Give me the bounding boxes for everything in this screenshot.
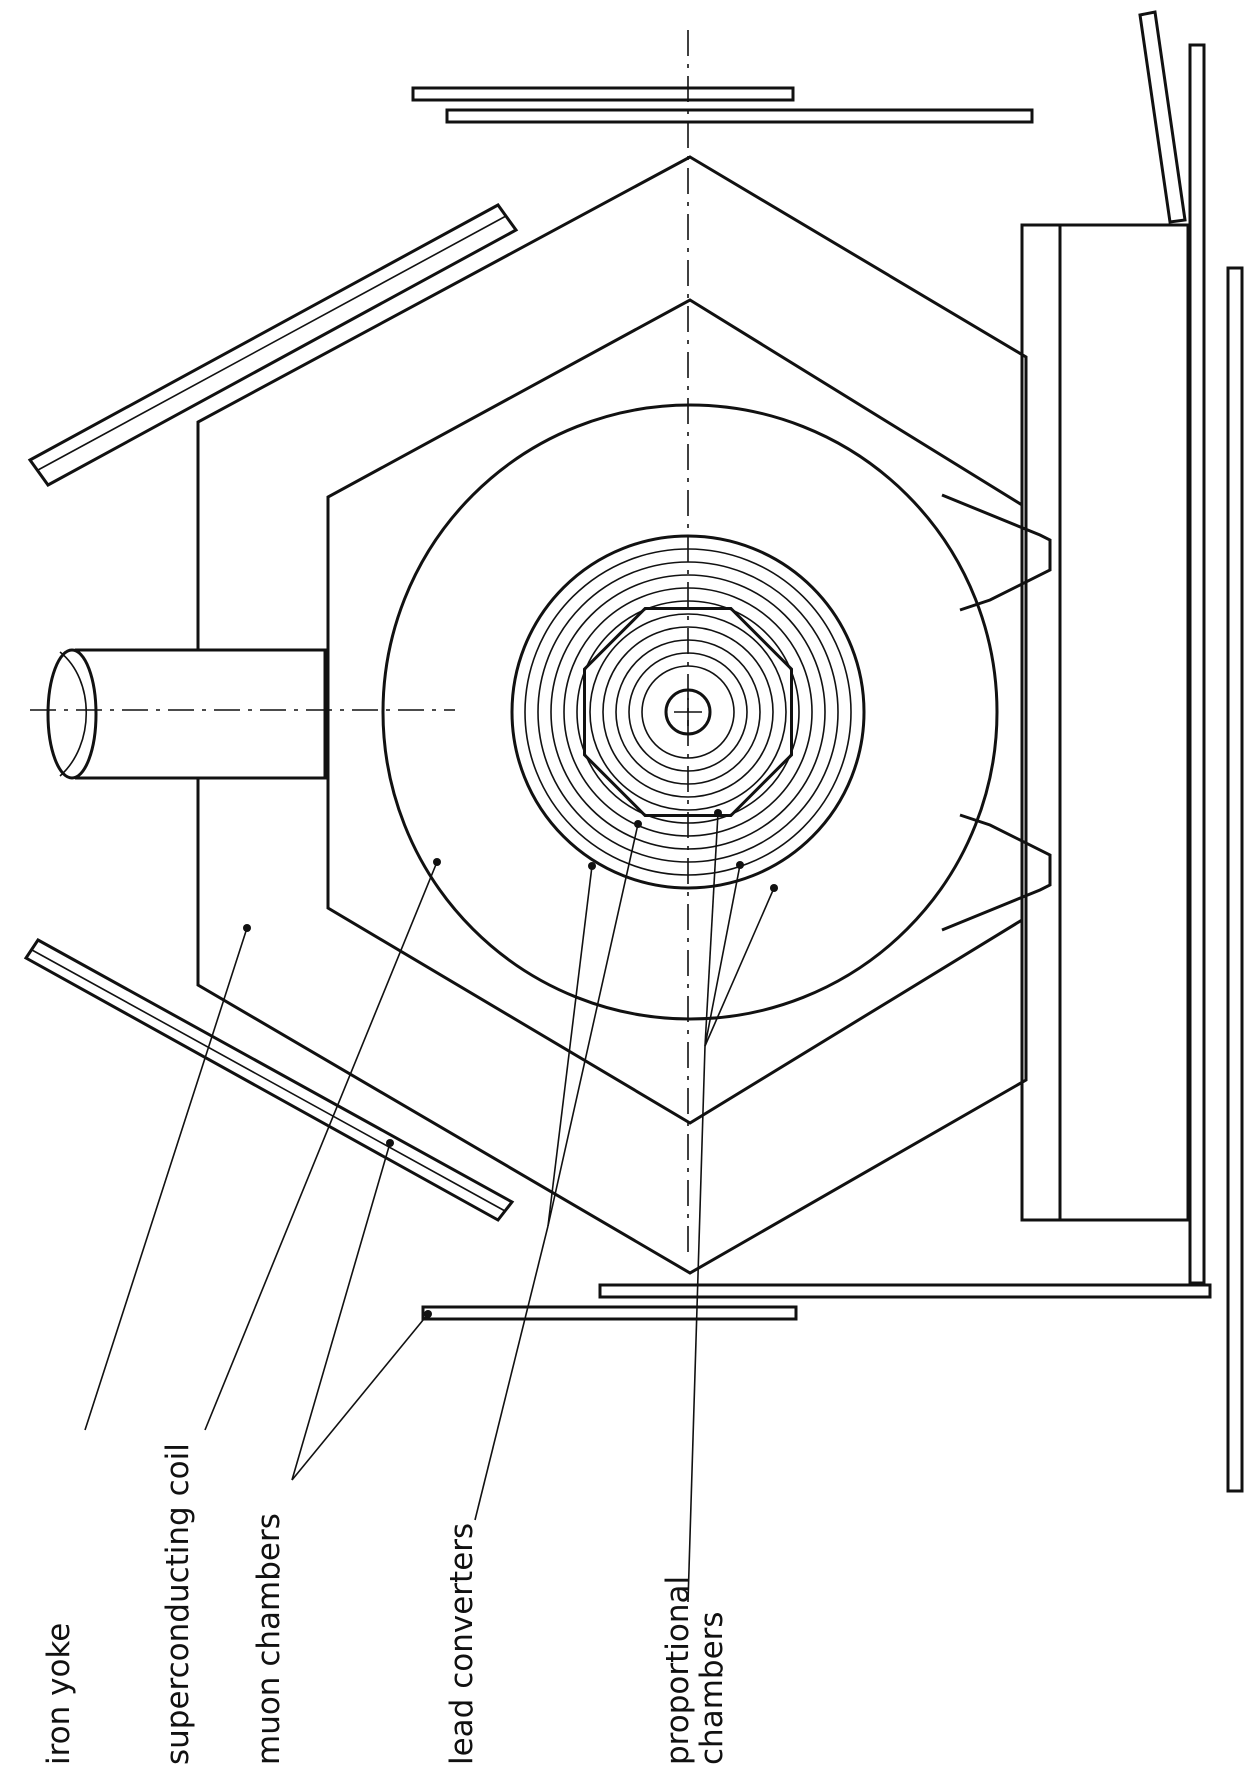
superconducting-coil-circle (381, 403, 999, 1021)
muon-chamber-right-tilted (1138, 10, 1187, 224)
ring-2 (628, 652, 748, 772)
leader-proportional-3 (704, 887, 775, 1047)
leader-proportional-2 (704, 864, 741, 1047)
ring-4 (602, 626, 774, 798)
leader-lead-2 (547, 823, 639, 1227)
label-lead-converters: lead converters (444, 1523, 480, 1765)
base-platform-back (1058, 223, 1190, 1222)
ring-6 (576, 600, 800, 824)
ring-8 (550, 574, 826, 850)
leader-proportional-1 (704, 812, 719, 1047)
muon-chamber-top-1 (411, 86, 795, 102)
cryo-pipe (75, 648, 198, 780)
beam-pipe-circle (664, 688, 712, 736)
base-platform-front (1020, 223, 1062, 1222)
muon-chamber-right-1 (1188, 43, 1206, 1285)
leader-lead-split (474, 1225, 549, 1521)
muon-chamber-ll (23, 938, 515, 1222)
muon-chamber-ul-split (37, 215, 507, 471)
label-chambers: chambers (694, 1611, 730, 1765)
leader-iron-yoke (84, 927, 248, 1431)
iron-yoke-outer (196, 155, 1028, 1275)
ring-5 (589, 613, 787, 811)
inner-octagon (583, 607, 793, 817)
support-foot-lower (941, 813, 1052, 932)
leader-muon-lower (291, 1142, 391, 1481)
label-superconducting-coil: superconducting coil (160, 1443, 196, 1765)
ring-9 (537, 561, 839, 863)
muon-chamber-top-2 (445, 108, 1034, 124)
ring-11 (510, 534, 866, 890)
support-foot-upper (941, 493, 1052, 612)
muon-chamber-right-2 (1226, 266, 1244, 1493)
cryo-pipe-end-curve (59, 651, 87, 777)
ring-1 (641, 665, 735, 759)
ring-7 (563, 587, 813, 837)
muon-chamber-bottom-1 (421, 1305, 798, 1321)
leader-superconducting-coil (204, 861, 438, 1431)
ring-3 (615, 639, 761, 785)
concentric-rings (510, 534, 866, 890)
muon-chamber-bottom-2 (598, 1283, 1212, 1299)
muon-chamber-ll-split (31, 949, 506, 1212)
label-proportional: proportional (660, 1576, 696, 1765)
leader-muon-bottom (291, 1313, 429, 1481)
cryo-pipe-end (46, 648, 98, 780)
leader-proportional-main (687, 1045, 706, 1603)
muon-chamber-ul (27, 203, 519, 487)
label-iron-yoke: iron yoke (41, 1623, 77, 1765)
label-muon-chambers: muon chambers (251, 1513, 287, 1765)
leader-lead-1 (547, 865, 593, 1227)
ring-10 (524, 548, 852, 876)
